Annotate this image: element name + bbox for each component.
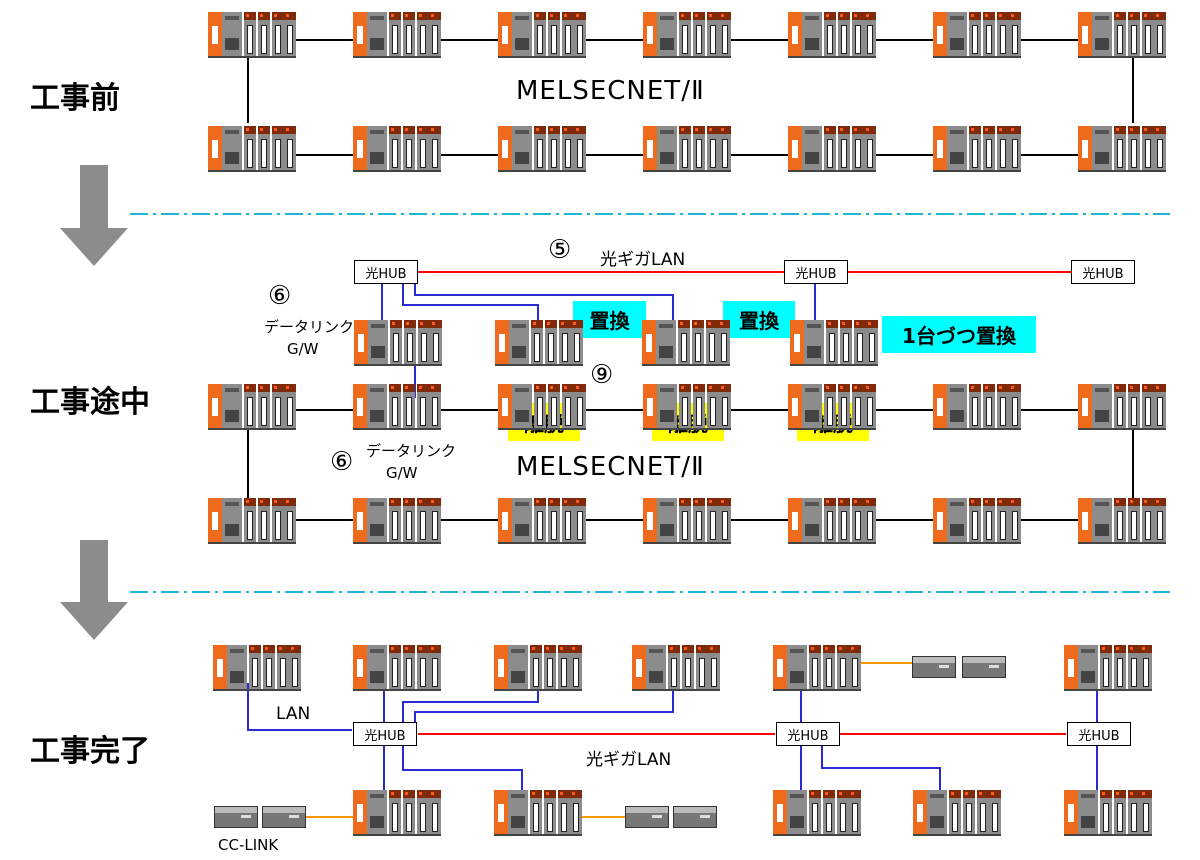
optical-hub: 光HUB xyxy=(776,722,840,746)
plc-unit xyxy=(643,126,731,172)
plc-unit xyxy=(913,790,1001,836)
arrow-down-2 xyxy=(60,540,128,640)
optical-hub: 光HUB xyxy=(1067,722,1131,746)
remote-io-device xyxy=(214,806,258,828)
replace-tag: 置換 xyxy=(573,301,646,338)
step-9-marker: ⑨ xyxy=(590,360,614,390)
plc-unit xyxy=(208,12,296,58)
optical-lan-label: 光ギガLAN xyxy=(586,750,672,770)
plc-unit xyxy=(790,320,878,366)
plc-unit xyxy=(642,320,730,366)
plc-unit xyxy=(495,320,583,366)
plc-unit xyxy=(788,384,876,430)
arrow-down-1 xyxy=(60,165,128,266)
optical-hub: 光HUB xyxy=(1071,260,1135,284)
plc-unit xyxy=(353,498,441,544)
gw-label: G/W xyxy=(287,340,319,358)
plc-unit xyxy=(1078,126,1166,172)
stage-before-label: 工事前 xyxy=(30,81,120,116)
optical-hub: 光HUB xyxy=(784,260,848,284)
plc-unit xyxy=(208,498,296,544)
data-link-label: データリンク xyxy=(264,318,355,336)
step-5-marker: ⑤ xyxy=(548,235,572,265)
plc-unit xyxy=(788,126,876,172)
melsecnet-label: MELSECNET/Ⅱ xyxy=(516,76,705,106)
plc-unit xyxy=(773,645,861,691)
stage-during-label: 工事途中 xyxy=(30,385,150,420)
cc-link-lines xyxy=(305,662,912,818)
remote-io-device xyxy=(673,806,717,828)
step-6-marker: ⑥ xyxy=(330,447,354,477)
lan-lines-during xyxy=(381,284,816,398)
plc-unit xyxy=(353,384,441,430)
remote-io-device xyxy=(262,806,306,828)
plc-unit xyxy=(933,384,1021,430)
plc-unit xyxy=(354,320,442,366)
plc-unit xyxy=(643,498,731,544)
remote-io-device xyxy=(962,656,1006,678)
replace-tag: 置換 xyxy=(723,301,795,338)
plc-unit xyxy=(353,645,441,691)
plc-unit xyxy=(1064,645,1152,691)
plc-unit xyxy=(498,126,586,172)
optical-hub: 光HUB xyxy=(354,260,418,284)
plc-unit xyxy=(353,12,441,58)
remote-io-device xyxy=(912,656,956,678)
stage-complete-label: 工事完了 xyxy=(30,734,150,769)
plc-unit xyxy=(788,498,876,544)
replace-one-by-one-tag: 1台づつ置換 xyxy=(882,316,1036,353)
step-6-marker: ⑥ xyxy=(268,281,292,311)
melsecnet-loop-during xyxy=(247,409,1134,521)
plc-unit xyxy=(498,384,586,430)
plc-unit xyxy=(643,12,731,58)
plc-unit xyxy=(773,790,861,836)
plc-unit xyxy=(1078,12,1166,58)
plc-unit xyxy=(643,384,731,430)
plc-unit xyxy=(213,645,301,691)
plc-unit xyxy=(1064,790,1152,836)
plc-unit xyxy=(498,498,586,544)
plc-unit xyxy=(933,12,1021,58)
plc-unit xyxy=(788,12,876,58)
plc-unit xyxy=(632,645,720,691)
plc-unit xyxy=(353,126,441,172)
plc-unit xyxy=(1078,384,1166,430)
plc-unit xyxy=(494,790,582,836)
plc-unit xyxy=(208,126,296,172)
plc-unit xyxy=(1078,498,1166,544)
plc-unit xyxy=(933,498,1021,544)
plc-unit xyxy=(933,126,1021,172)
lan-label: LAN xyxy=(276,704,311,724)
plc-unit xyxy=(498,12,586,58)
data-link-label: データリンク xyxy=(366,442,457,460)
melsecnet-label: MELSECNET/Ⅱ xyxy=(516,452,705,482)
gw-label: G/W xyxy=(386,464,418,482)
plc-unit xyxy=(208,384,296,430)
plc-unit xyxy=(494,645,582,691)
cc-link-label: CC-LINK xyxy=(218,836,279,854)
melsecnet-loop-before xyxy=(247,39,1134,156)
remote-io-device xyxy=(625,806,669,828)
plc-unit xyxy=(353,790,441,836)
optical-lan-label: 光ギガLAN xyxy=(600,250,686,270)
optical-hub: 光HUB xyxy=(353,722,417,746)
